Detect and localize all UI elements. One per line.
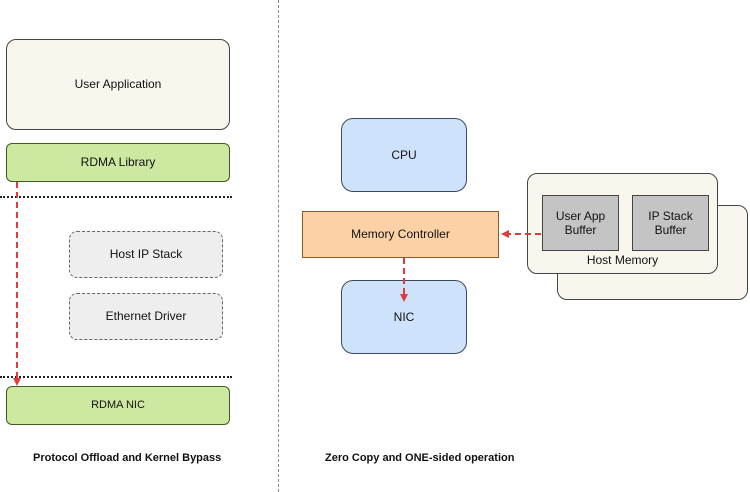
host-ip-stack-label: Host IP Stack <box>109 247 183 262</box>
host-memory-label: Host Memory <box>586 252 659 267</box>
ip-stack-buffer-label: IP Stack Buffer <box>648 208 693 237</box>
rdma-nic-label: RDMA NIC <box>91 398 145 411</box>
rdma-nic-box: RDMA NIC <box>6 386 230 425</box>
memory-controller-label: Memory Controller <box>351 227 450 242</box>
user-app-buffer-label: User App Buffer <box>555 208 606 237</box>
left-caption: Protocol Offload and Kernel Bypass <box>33 452 222 464</box>
cpu-label: CPU <box>391 147 417 162</box>
memory-controller-box: Memory Controller <box>302 211 499 258</box>
cpu-box: CPU <box>341 118 467 192</box>
user-kernel-boundary <box>0 196 232 198</box>
right-caption: Zero Copy and ONE-sided operation <box>325 452 515 464</box>
user-app-buffer-box: User App Buffer <box>542 195 619 251</box>
ip-stack-buffer-box: IP Stack Buffer <box>632 195 709 251</box>
nic-label: NIC <box>393 309 415 324</box>
host-ip-stack-box: Host IP Stack <box>69 231 223 278</box>
kernel-hardware-boundary <box>0 376 232 378</box>
ethernet-driver-box: Ethernet Driver <box>69 293 223 340</box>
rdma-library-box: RDMA Library <box>6 143 230 182</box>
user-application-box: User Application <box>6 39 230 130</box>
ethernet-driver-label: Ethernet Driver <box>105 309 187 324</box>
section-divider <box>278 0 279 492</box>
user-application-label: User Application <box>74 77 162 92</box>
rdma-library-label: RDMA Library <box>80 155 156 170</box>
